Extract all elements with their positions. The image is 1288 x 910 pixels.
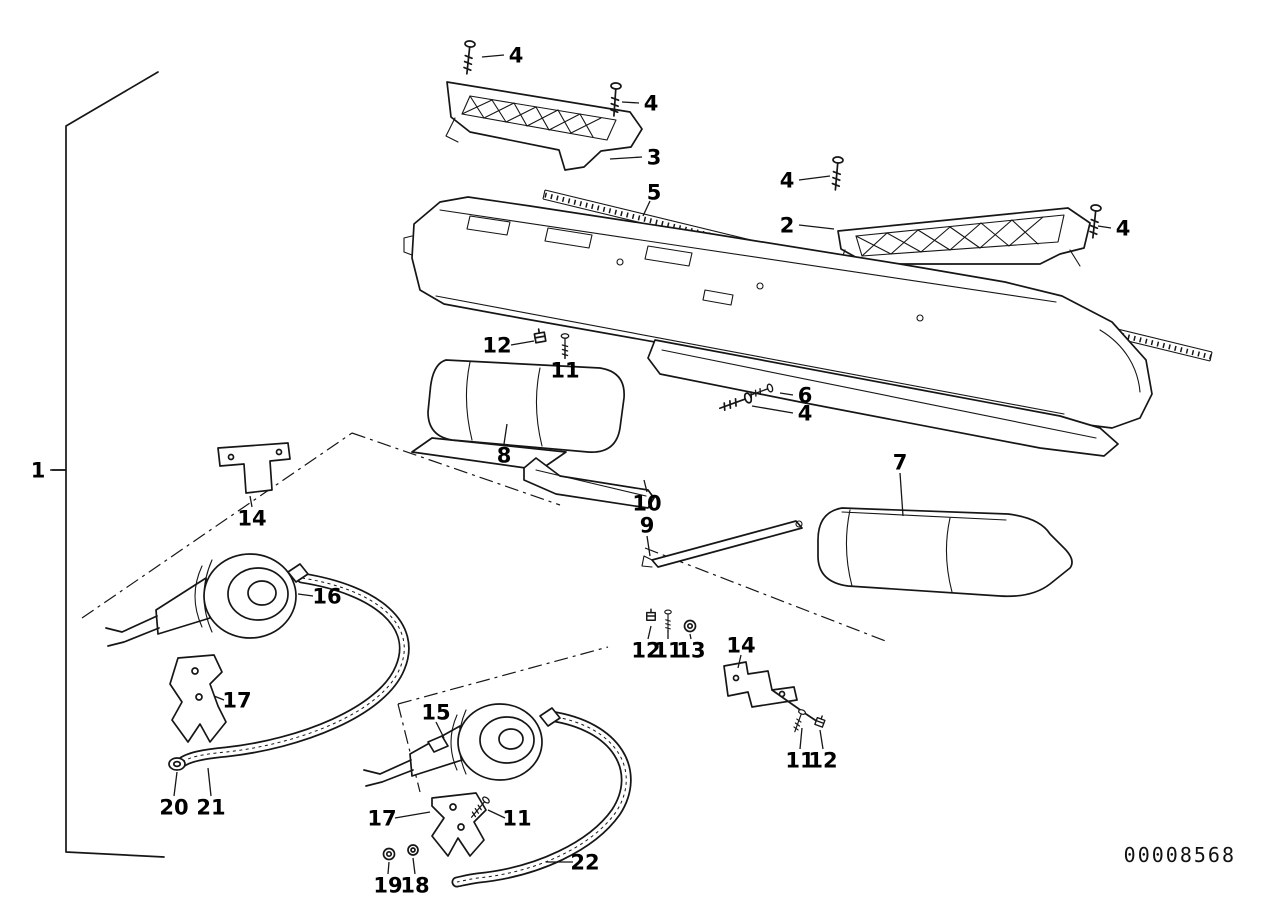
callout-label-21: 21 <box>196 796 225 820</box>
leader-line-4 <box>481 54 505 58</box>
leader-line-18 <box>412 857 416 875</box>
callout-label-13: 13 <box>676 639 705 663</box>
doc-number: 00008568 <box>1124 843 1236 867</box>
callout-label-4: 4 <box>780 169 795 193</box>
screw-4-e <box>717 391 754 414</box>
vent-grille-3 <box>445 81 643 171</box>
vent-grille-2 <box>837 207 1091 269</box>
leader-line-2 <box>798 224 835 230</box>
callout-label-9: 9 <box>640 514 655 538</box>
leader-line-9 <box>646 535 651 557</box>
callout-label-11: 11 <box>785 749 814 773</box>
callout-label-22: 22 <box>570 851 599 875</box>
screw-11-b <box>664 609 672 633</box>
leader-line-4 <box>798 175 831 181</box>
callout-label-11: 11 <box>502 807 531 831</box>
leader-line-14 <box>737 654 742 669</box>
callout-label-12: 12 <box>482 334 511 358</box>
leader-line-14 <box>249 495 253 508</box>
leader-line-11 <box>487 809 506 819</box>
leader-line-12 <box>647 625 652 640</box>
leader-line-19 <box>387 861 390 875</box>
screw-4-d <box>1087 203 1103 240</box>
connecting-rod-9 <box>641 520 803 568</box>
leader-line-4 <box>621 101 640 104</box>
leader-line-11 <box>799 727 803 750</box>
callout-label-18: 18 <box>400 874 429 898</box>
callout-label-12: 12 <box>631 639 660 663</box>
leader-line-4 <box>751 405 794 414</box>
callout-label-7: 7 <box>893 451 908 475</box>
callout-label-6: 6 <box>798 384 813 408</box>
callout-label-4: 4 <box>509 44 524 68</box>
vacuum-actuator-15 <box>363 703 561 787</box>
hose-grommet-20 <box>168 757 186 771</box>
leader-line-8 <box>503 423 508 445</box>
callout-label-4: 4 <box>1116 217 1131 241</box>
air-duct-8 <box>411 359 625 471</box>
callout-label-8: 8 <box>497 444 512 468</box>
screw-11-c <box>790 708 807 734</box>
clip-12-c <box>814 713 827 728</box>
cowl-panel <box>403 196 1153 457</box>
bracket-17-left <box>169 654 227 743</box>
callout-label-11: 11 <box>550 359 579 383</box>
vacuum-hose-22 <box>451 710 632 888</box>
air-duct-7 <box>817 507 1073 598</box>
bracket-14-right <box>723 661 819 723</box>
leader-line-13 <box>689 633 692 640</box>
callout-label-12: 12 <box>808 749 837 773</box>
leader-line-17 <box>213 695 225 701</box>
leader-line-12 <box>510 340 535 346</box>
leader-line-10 <box>643 479 648 493</box>
vacuum-hose-21 <box>175 572 410 769</box>
construction-lines <box>81 432 889 793</box>
vacuum-actuator-16 <box>105 553 309 647</box>
nut-18 <box>407 844 419 856</box>
leader-line-21 <box>207 767 212 797</box>
leader-line-16 <box>297 593 314 597</box>
callout-label-14: 14 <box>237 507 266 531</box>
callout-label-16: 16 <box>312 585 341 609</box>
bracket-17-bottom <box>431 792 487 857</box>
clip-12-b <box>646 608 656 621</box>
leader-line-4 <box>1097 225 1112 229</box>
duct-channel-10 <box>523 457 655 509</box>
callout-label-4: 4 <box>644 92 659 116</box>
leader-line-7 <box>899 472 904 517</box>
callout-label-17: 17 <box>367 807 396 831</box>
screw-4-c <box>829 155 845 192</box>
callout-label-17: 17 <box>222 689 251 713</box>
assembly-bracket-part1 <box>51 71 165 858</box>
leader-line-20 <box>173 771 178 797</box>
callout-label-4: 4 <box>798 402 813 426</box>
leader-line-12 <box>819 729 824 750</box>
screw-4-a <box>461 39 477 76</box>
leader-line-3 <box>609 156 643 160</box>
callout-label-10: 10 <box>632 492 661 516</box>
callout-label-20: 20 <box>159 796 188 820</box>
leader-line-17 <box>394 811 431 819</box>
callout-label-1: 1 <box>31 459 46 483</box>
callout-label-15: 15 <box>421 701 450 725</box>
bracket-14-left <box>217 442 291 494</box>
callout-label-19: 19 <box>373 874 402 898</box>
callout-label-2: 2 <box>780 214 795 238</box>
callout-label-5: 5 <box>647 181 662 205</box>
callout-label-11: 11 <box>653 639 682 663</box>
callout-label-3: 3 <box>647 146 662 170</box>
leader-line-6 <box>779 392 794 396</box>
leader-line-15 <box>435 721 445 739</box>
callout-label-14: 14 <box>726 634 755 658</box>
washer-13 <box>683 619 697 633</box>
washer-19 <box>382 847 396 861</box>
clip-12-a <box>532 327 547 344</box>
leader-line-5 <box>642 200 651 217</box>
